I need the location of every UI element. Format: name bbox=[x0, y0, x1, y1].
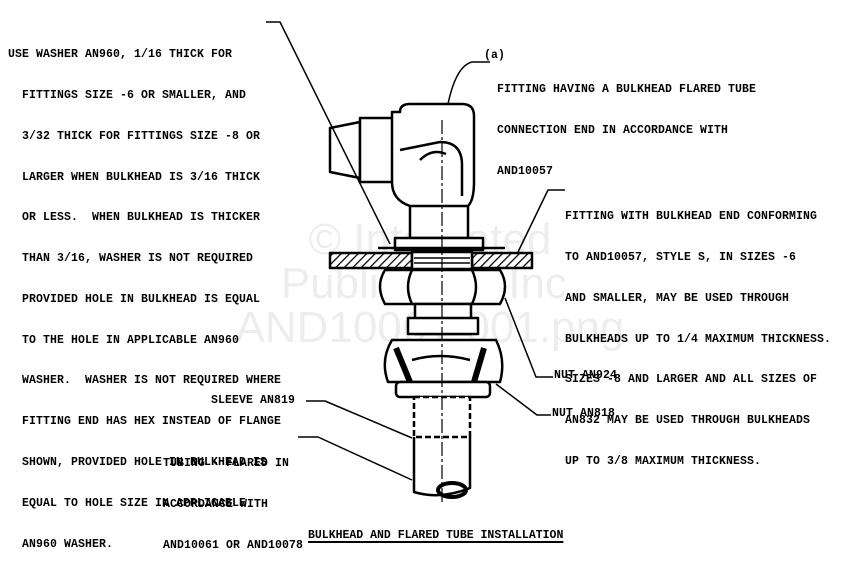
figure-caption: BULKHEAD AND FLARED TUBE INSTALLATION bbox=[308, 529, 564, 542]
fitting-note-line: FITTING HAVING A BULKHEAD FLARED TUBE bbox=[497, 83, 757, 97]
washer-note-line: THAN 3/16, WASHER IS NOT REQUIRED bbox=[22, 252, 254, 266]
fitting-note-marker: (a) bbox=[484, 49, 506, 62]
bulkhead-note-line: TO AND10057, STYLE S, IN SIZES -6 bbox=[565, 250, 797, 264]
washer-note-line: LARGER WHEN BULKHEAD IS 3/16 THICK bbox=[22, 170, 261, 184]
washer-note-line: EQUAL TO HOLE SIZE IN APPLICABLE bbox=[22, 496, 247, 510]
washer-note-line: TO THE HOLE IN APPLICABLE AN960 bbox=[22, 333, 240, 347]
bulkhead-note: FITTING WITH BULKHEAD END CONFORMING TO … bbox=[565, 183, 831, 482]
washer-note-line: FITTING END HAS HEX INSTEAD OF FLANGE bbox=[22, 415, 282, 429]
washer-note-line: AN960 WASHER. bbox=[22, 537, 114, 551]
bulkhead-note-line: AN832 MAY BE USED THROUGH BULKHEADS bbox=[565, 414, 811, 428]
fitting-note-line: CONNECTION END IN ACCORDANCE WITH bbox=[497, 123, 729, 137]
bulkhead-note-line: AND SMALLER, MAY BE USED THROUGH bbox=[565, 291, 790, 305]
bulkhead-plate bbox=[328, 250, 534, 271]
washer-note-line: PROVIDED HOLE IN BULKHEAD IS EQUAL bbox=[22, 292, 261, 306]
elbow-fitting bbox=[328, 102, 505, 252]
washer-note-line: WASHER. WASHER IS NOT REQUIRED WHERE bbox=[22, 374, 282, 388]
nut-an924 bbox=[378, 268, 507, 336]
bulkhead-note-line: FITTING WITH BULKHEAD END CONFORMING bbox=[565, 210, 818, 224]
bulkhead-note-line: UP TO 3/8 MAXIMUM THICKNESS. bbox=[565, 454, 762, 468]
nut-an818 bbox=[383, 338, 504, 399]
leader-lines bbox=[266, 21, 565, 481]
washer-note-line: FITTINGS SIZE -6 OR SMALLER, AND bbox=[22, 88, 247, 102]
label-sleeve-an819: SLEEVE AN819 bbox=[211, 394, 296, 407]
washer-note-line: SHOWN, PROVIDED HOLE IN BULKHEAD IS bbox=[22, 456, 268, 469]
label-nut-an924: NUT AN924 bbox=[554, 369, 618, 382]
tubing-label-line: ACCORDANCE WITH bbox=[163, 497, 269, 511]
washer-note-line: OR LESS. WHEN BULKHEAD IS THICKER bbox=[22, 211, 261, 225]
tubing-label-line: TUBING - FLARED IN bbox=[163, 457, 290, 471]
washer-note-line: USE WASHER AN960, 1/16 THICK FOR bbox=[8, 48, 233, 62]
washer-note-line: 3/32 THICK FOR FITTINGS SIZE -8 OR bbox=[22, 129, 261, 143]
fitting-note-line: AND10057 bbox=[497, 164, 554, 178]
fitting-note: FITTING HAVING A BULKHEAD FLARED TUBE CO… bbox=[497, 56, 756, 192]
label-nut-an818: NUT AN818 bbox=[552, 407, 616, 420]
bulkhead-note-line: BULKHEADS UP TO 1/4 MAXIMUM THICKNESS. bbox=[565, 332, 832, 346]
bulkhead-note-line: SIZES -8 AND LARGER AND ALL SIZES OF bbox=[565, 373, 818, 387]
washer-note: USE WASHER AN960, 1/16 THICK FOR FITTING… bbox=[8, 21, 281, 565]
label-tubing: TUBING - FLARED IN ACCORDANCE WITH AND10… bbox=[163, 430, 303, 566]
tubing-label-line: AND10061 OR AND10078 bbox=[163, 538, 304, 552]
